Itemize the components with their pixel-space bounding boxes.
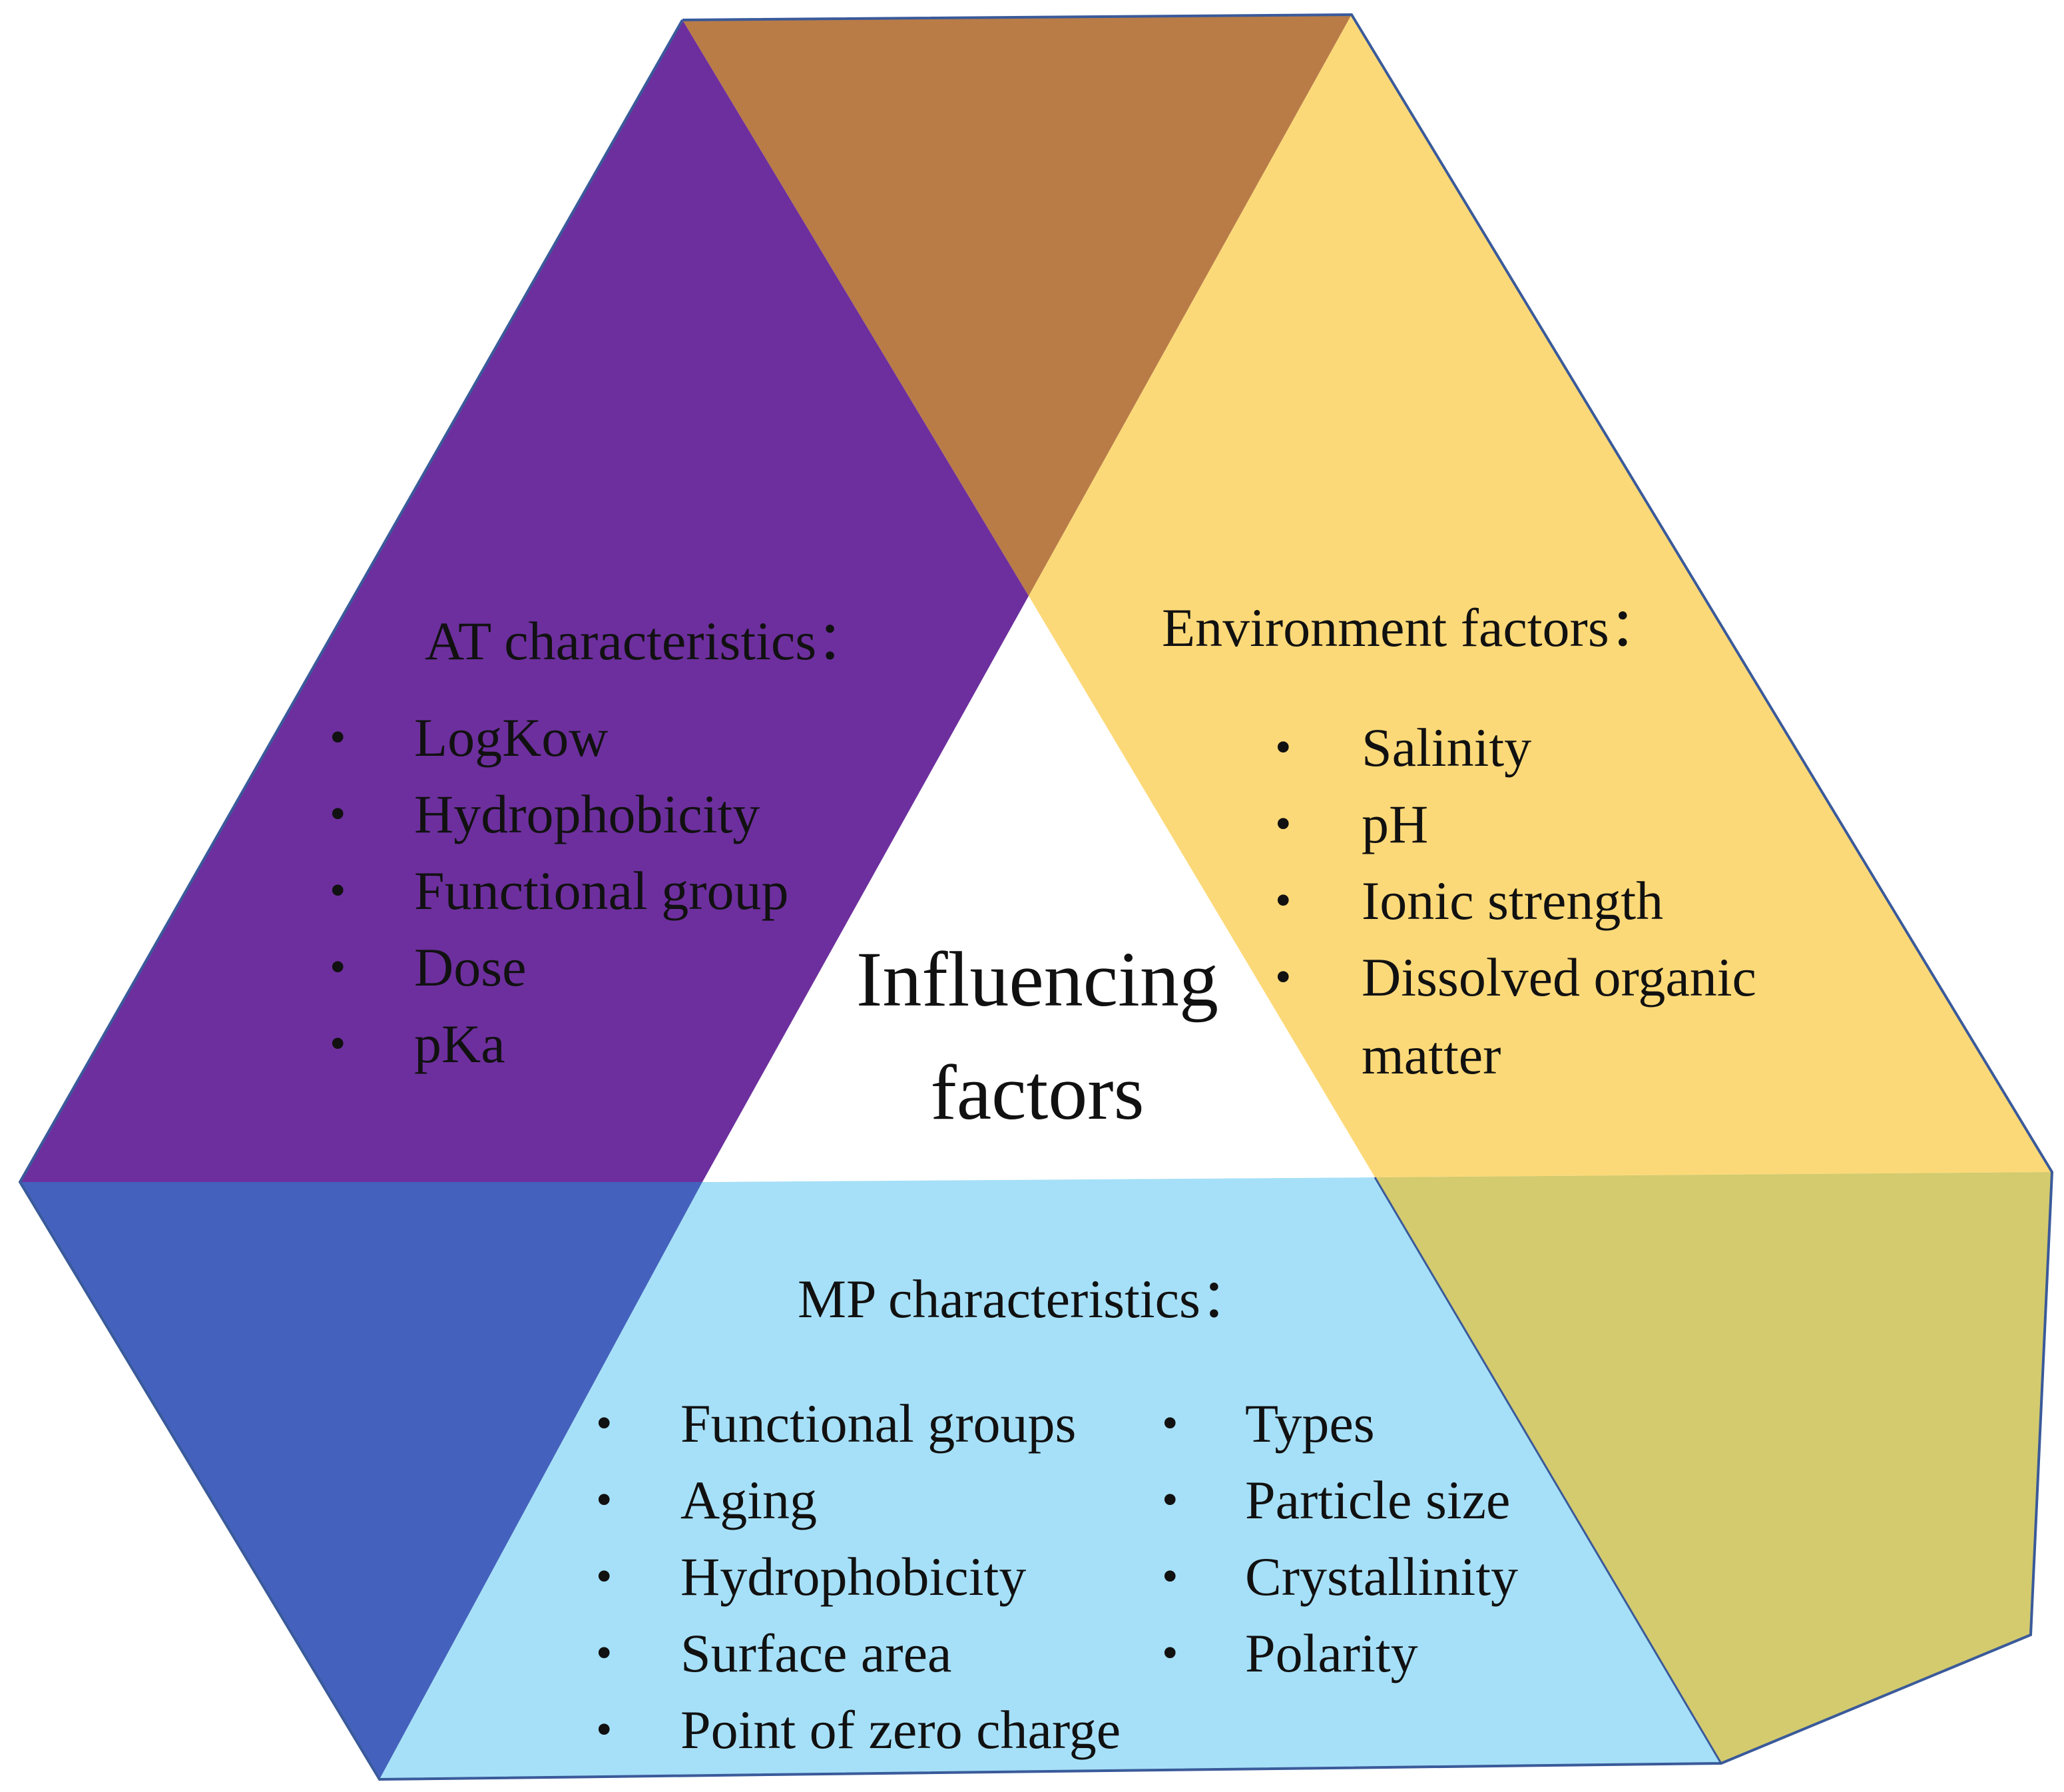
list-item: LogKow — [414, 707, 609, 768]
environment-heading: Environment factors： — [1162, 597, 1664, 658]
list-bullet: • — [596, 1628, 613, 1679]
at-item-list: • LogKow • Hydrophobicity • Functional g… — [330, 707, 789, 1074]
list-item: Dose — [414, 937, 527, 998]
list-item: Surface area — [680, 1623, 951, 1683]
list-item: Hydrophobicity — [680, 1546, 1026, 1607]
list-bullet: • — [1275, 722, 1292, 773]
divider-right-edge — [1350, 14, 2053, 1173]
list-item: pKa — [414, 1014, 505, 1074]
list-bullet: • — [1275, 875, 1292, 926]
mp-heading: MP characteristics： — [798, 1269, 1255, 1329]
list-bullet: • — [330, 942, 346, 993]
list-bullet: • — [330, 865, 346, 916]
list-item: matter — [1362, 1025, 1501, 1085]
list-item: Functional groups — [680, 1393, 1076, 1454]
list-item: Salinity — [1362, 717, 1531, 778]
list-bullet: • — [330, 712, 346, 763]
mp-characteristics-region — [380, 1177, 1721, 1779]
list-item: Types — [1245, 1393, 1375, 1454]
list-item: Hydrophobicity — [414, 784, 760, 844]
mp-left-item-list: • Functional groups • Aging • Hydrophobi… — [596, 1393, 1121, 1760]
list-item: Functional group — [414, 860, 789, 921]
list-bullet: • — [330, 788, 346, 840]
environment-factors-region — [1029, 15, 2052, 1177]
at-characteristics-region — [20, 20, 1029, 1182]
list-item: Crystallinity — [1245, 1546, 1518, 1607]
list-item: Aging — [680, 1470, 817, 1530]
top-overlap-region — [682, 15, 1352, 596]
list-item: Ionic strength — [1362, 870, 1663, 931]
list-bullet: • — [1275, 952, 1292, 1003]
list-bullet: • — [1162, 1551, 1178, 1602]
list-bullet: • — [596, 1704, 613, 1755]
mp-right-item-list: • Types • Particle size • Crystallinity … — [1162, 1393, 1518, 1683]
list-item: Dissolved organic — [1362, 947, 1756, 1008]
at-heading: AT characteristics： — [425, 611, 871, 671]
list-bullet: • — [1162, 1628, 1178, 1679]
environment-overlap-region — [1375, 1172, 2052, 1763]
center-label-line-1: Influencing — [856, 936, 1218, 1023]
list-bullet: • — [1162, 1398, 1178, 1449]
list-bullet: • — [596, 1398, 613, 1449]
mp-overlap-region — [20, 1182, 702, 1779]
list-item: Particle size — [1245, 1470, 1510, 1530]
environment-item-list: • Salinity • pH • Ionic strength • Disso… — [1275, 717, 1756, 1085]
center-triangle — [702, 596, 1375, 1182]
list-bullet: • — [1162, 1474, 1178, 1526]
list-bullet: • — [596, 1551, 613, 1602]
center-label-line-2: factors — [930, 1049, 1144, 1136]
list-bullet: • — [1275, 798, 1292, 850]
list-item: Point of zero charge — [680, 1699, 1121, 1760]
divider-bottom-right — [1374, 1177, 1722, 1764]
list-bullet: • — [596, 1474, 613, 1526]
list-item: pH — [1362, 794, 1428, 854]
list-item: Polarity — [1245, 1623, 1418, 1683]
list-bullet: • — [330, 1018, 346, 1069]
